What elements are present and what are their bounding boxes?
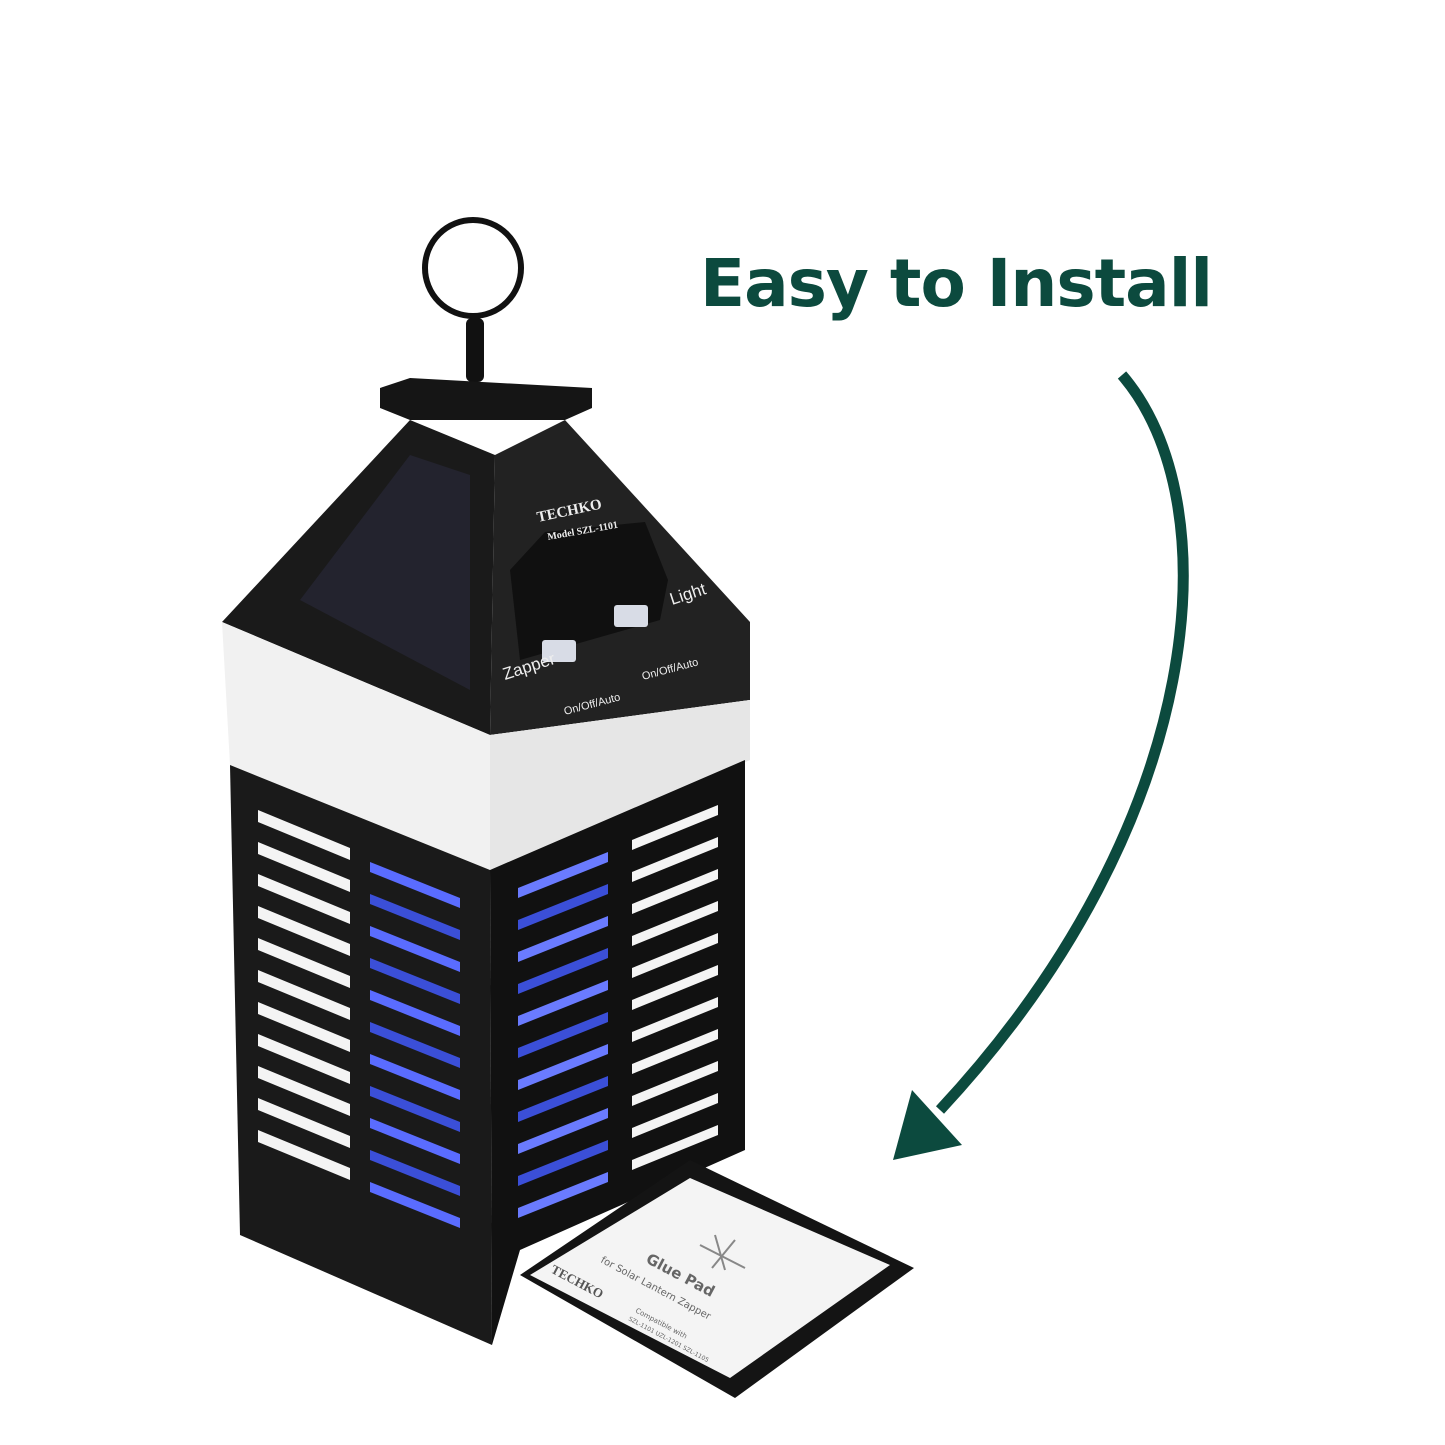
vent-slot xyxy=(258,1130,350,1180)
uv-glow-slot xyxy=(370,862,460,908)
curved-arrow-icon xyxy=(893,371,1189,1160)
vent-slot xyxy=(632,997,718,1042)
glue-pad xyxy=(530,1178,890,1378)
vent-slot xyxy=(632,869,718,914)
uv-glow-slot xyxy=(370,1086,460,1132)
vent-slot xyxy=(632,837,718,882)
vent-slot xyxy=(258,1002,350,1052)
mosquito-icon xyxy=(699,1234,746,1271)
vent-slot xyxy=(632,1093,718,1138)
uv-glow-slot xyxy=(370,1182,460,1228)
vent-slot xyxy=(632,965,718,1010)
uv-glow-slot xyxy=(370,990,460,1036)
vent-slot xyxy=(258,810,350,860)
uv-glow-slot xyxy=(518,1108,608,1154)
vent-slot xyxy=(632,933,718,978)
lantern-cap xyxy=(380,378,592,420)
vent-slot xyxy=(632,1061,718,1106)
uv-glow-slot xyxy=(370,1118,460,1164)
uv-glow-slot xyxy=(518,916,608,962)
vent-slot xyxy=(632,901,718,946)
vent-slot xyxy=(258,842,350,892)
vent-slot xyxy=(258,874,350,924)
body-left-face xyxy=(230,765,492,1345)
uv-glow-slot xyxy=(518,1044,608,1090)
vent-slot xyxy=(258,1098,350,1148)
headline: Easy to Install xyxy=(700,245,1213,322)
uv-glow-slot xyxy=(518,980,608,1026)
uv-glow-slot xyxy=(370,1022,460,1068)
uv-glow-slot xyxy=(518,1140,608,1186)
uv-glow-slot xyxy=(370,894,460,940)
vent-slot xyxy=(632,1125,718,1170)
vent-slot xyxy=(632,805,718,850)
uv-glow-slot xyxy=(518,1012,608,1058)
vent-slot xyxy=(258,906,350,956)
uv-glow-slot xyxy=(518,948,608,994)
uv-glow-slot xyxy=(518,884,608,930)
zapper-switch[interactable] xyxy=(542,640,576,662)
light-switch[interactable] xyxy=(614,605,648,627)
hanging-ring xyxy=(422,217,524,319)
vent-slot xyxy=(632,1029,718,1074)
uv-glow-slot xyxy=(370,958,460,1004)
uv-glow-slot xyxy=(518,1172,608,1218)
uv-glow-slot xyxy=(370,1150,460,1196)
uv-glow-slot xyxy=(518,852,608,898)
vent-slot xyxy=(258,1034,350,1084)
vent-slot xyxy=(258,970,350,1020)
uv-glow-slot xyxy=(518,1076,608,1122)
vent-slot xyxy=(258,938,350,988)
vent-slot xyxy=(258,1066,350,1116)
uv-glow-slot xyxy=(370,1054,460,1100)
uv-glow-slot xyxy=(370,926,460,972)
